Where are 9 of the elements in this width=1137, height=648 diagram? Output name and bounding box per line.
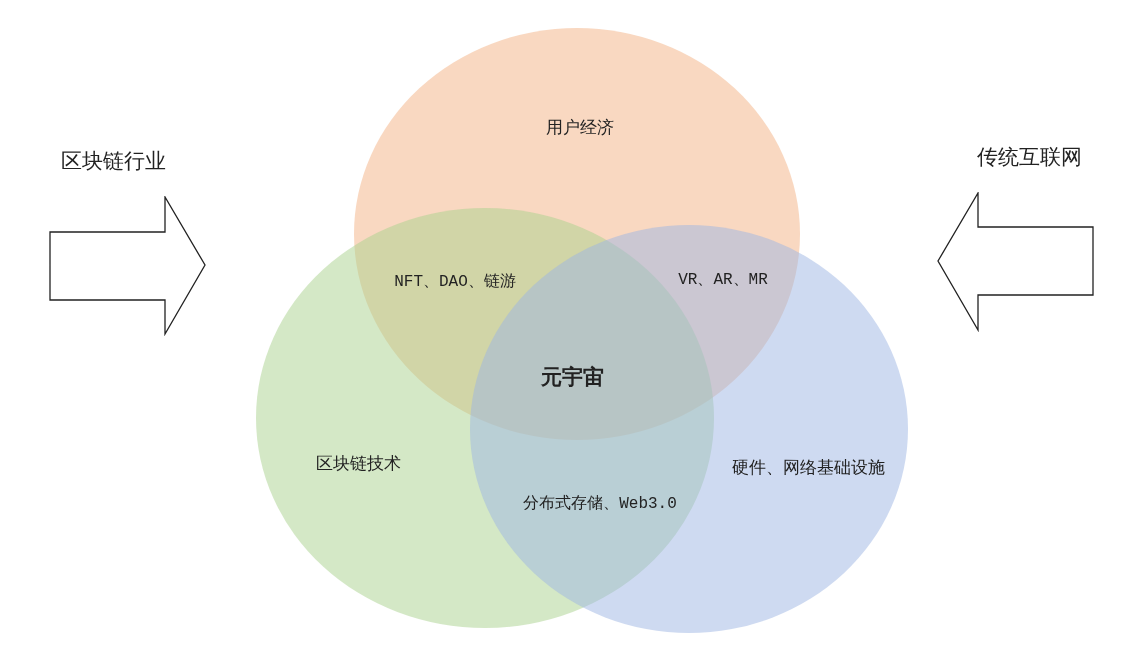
circle-label: 区块链技术 xyxy=(315,451,401,475)
side-label: 传统互联网 xyxy=(976,144,1082,171)
overlap-label: 分布式存储、Web3.0 xyxy=(523,493,677,514)
circle-label: 硬件、网络基础设施 xyxy=(731,455,885,479)
side-label: 区块链行业 xyxy=(60,148,166,175)
overlap-label: VR、AR、MR xyxy=(678,269,768,290)
center-label: 元宇宙 xyxy=(540,364,604,391)
overlap-label: NFT、DAO、链游 xyxy=(394,271,516,292)
circle-label: 用户经济 xyxy=(546,115,614,139)
